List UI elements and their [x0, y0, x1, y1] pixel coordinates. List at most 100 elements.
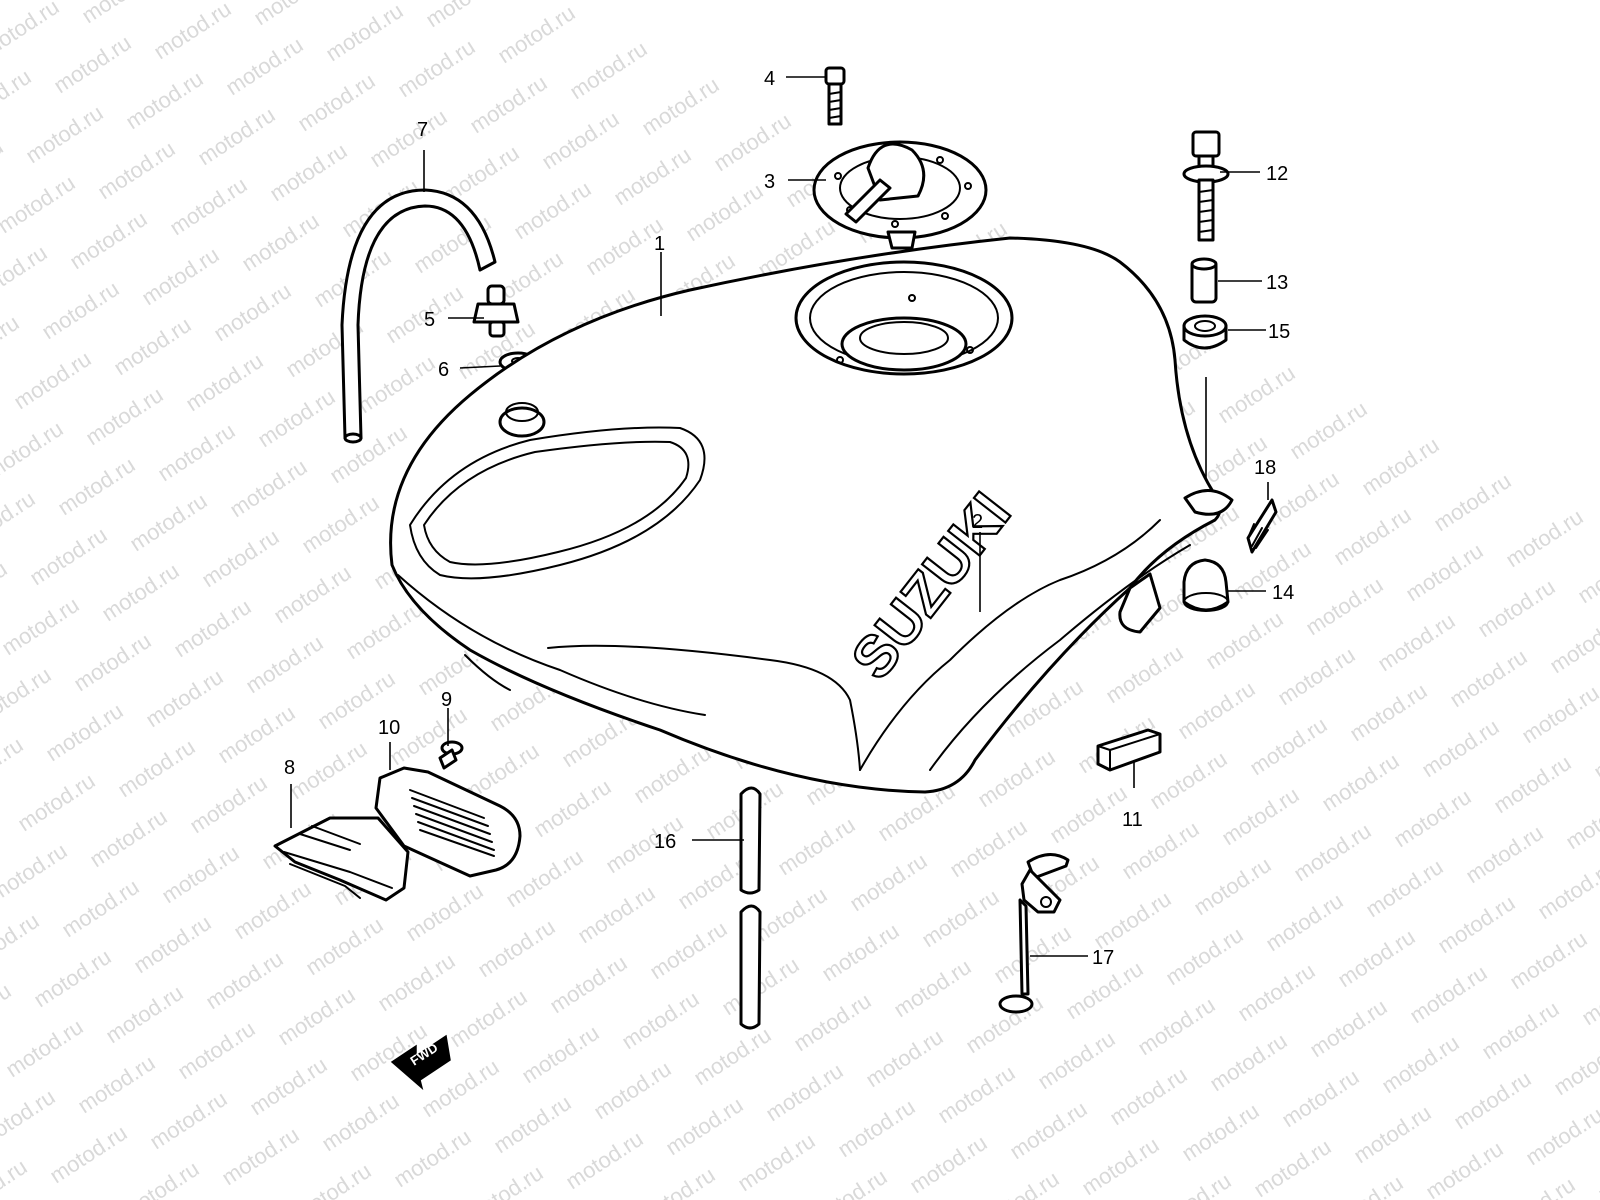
vent-hose	[340, 188, 497, 444]
watermark-text: motod.ru	[1533, 856, 1600, 924]
callout-1: 1	[654, 233, 665, 255]
cap-bolt	[824, 66, 846, 126]
watermark-text: motod.ru	[1285, 396, 1371, 464]
watermark-text: motod.ru	[113, 734, 199, 802]
watermark-text: motod.ru	[81, 382, 167, 450]
watermark-text: motod.ru	[1545, 610, 1600, 678]
forward-arrow-icon: FWD	[390, 1034, 451, 1091]
watermark-text: motod.ru	[0, 240, 52, 308]
watermark-text: motod.ru	[53, 452, 139, 520]
callout-4: 4	[764, 68, 775, 90]
watermark-text: motod.ru	[645, 916, 731, 984]
cushion-block	[1096, 728, 1162, 772]
watermark-text: motod.ru	[709, 108, 795, 176]
watermark-text: motod.ru	[9, 346, 95, 414]
watermark-text: motod.ru	[509, 176, 595, 244]
watermark-text: motod.ru	[1261, 888, 1347, 956]
watermark-text: motod.ru	[933, 1060, 1019, 1128]
watermark-text: motod.ru	[1521, 1102, 1600, 1170]
watermark-text: motod.ru	[1405, 960, 1491, 1028]
watermark-text: motod.ru	[537, 106, 623, 174]
watermark-text: motod.ru	[365, 104, 451, 172]
watermark-text: motod.ru	[561, 1126, 647, 1194]
watermark-text: motod.ru	[1101, 640, 1187, 708]
watermark-text: motod.ru	[253, 384, 339, 452]
knee-pad	[374, 766, 522, 878]
watermark-text: motod.ru	[1005, 1096, 1091, 1164]
collar	[1190, 257, 1218, 304]
watermark-text: motod.ru	[1329, 502, 1415, 570]
watermark-text: motod.ru	[565, 36, 651, 104]
watermark-text: motod.ru	[321, 0, 407, 66]
watermark-text: motod.ru	[0, 486, 40, 554]
watermark-text: motod.ru	[0, 592, 84, 660]
watermark-text: motod.ru	[489, 1090, 575, 1158]
watermark-text: motod.ru	[97, 558, 183, 626]
leader-lines	[290, 76, 1269, 957]
watermark-text: motod.ru	[1289, 818, 1375, 886]
pad-screw	[438, 740, 464, 770]
watermark-text: motod.ru	[289, 1158, 375, 1200]
callout-15: 15	[1268, 321, 1290, 343]
watermark-text: motod.ru	[401, 878, 487, 946]
watermark-text: motod.ru	[1317, 748, 1403, 816]
watermark-text: motod.ru	[633, 1162, 719, 1200]
watermark-text: motod.ru	[1273, 642, 1359, 710]
watermark-text: motod.ru	[917, 884, 1003, 952]
watermark-text: motod.ru	[1417, 714, 1503, 782]
watermark-text: motod.ru	[1449, 1066, 1535, 1134]
hose-clamp	[998, 853, 1070, 1014]
warning-label	[1246, 498, 1278, 554]
watermark-text: motod.ru	[1089, 886, 1175, 954]
watermark-text: motod.ru	[201, 946, 287, 1014]
watermark-text: motod.ru	[1357, 432, 1443, 500]
watermark-text: motod.ru	[1145, 746, 1231, 814]
fuel-tank	[389, 236, 1234, 794]
watermark-text: motod.ru	[1213, 360, 1299, 428]
breather-fitting	[472, 284, 520, 338]
watermark-text: motod.ru	[1173, 676, 1259, 744]
watermark-text: motod.ru	[0, 556, 12, 624]
watermark-text: motod.ru	[117, 1156, 203, 1200]
watermark-text: motod.ru	[1333, 924, 1419, 992]
watermark-text: motod.ru	[0, 838, 72, 906]
watermark-text: motod.ru	[1217, 782, 1303, 850]
watermark-text: motod.ru	[0, 134, 8, 202]
watermark-text: motod.ru	[0, 416, 68, 484]
watermark-text: motod.ru	[137, 242, 223, 310]
watermark-text: motod.ru	[1301, 572, 1387, 640]
watermark-text: motod.ru	[589, 1056, 675, 1124]
callout-3: 3	[764, 171, 775, 193]
watermark-text: motod.ru	[1549, 1032, 1600, 1100]
watermark-text: motod.ru	[905, 1130, 991, 1198]
callout-2: 2	[972, 511, 983, 533]
watermark-text: motod.ru	[733, 1128, 819, 1196]
watermark-text: motod.ru	[1421, 1136, 1507, 1200]
watermark-text: motod.ru	[805, 1164, 891, 1200]
watermark-text: motod.ru	[473, 914, 559, 982]
callout-18: 18	[1254, 457, 1276, 479]
watermark-text: motod.ru	[1345, 678, 1431, 746]
watermark-text: motod.ru	[1433, 890, 1519, 958]
callout-numbers: 1 2 3 4 5 6 7 8 9 10 11 12 13 14 15 16 1…	[284, 68, 1294, 969]
watermark-text: motod.ru	[517, 1020, 603, 1088]
watermark-text: motod.ru	[609, 142, 695, 210]
callout-17: 17	[1092, 947, 1114, 969]
watermark-text: motod.ru	[789, 988, 875, 1056]
watermark-text: motod.ru	[1201, 606, 1287, 674]
watermark-text: motod.ru	[833, 1094, 919, 1162]
watermark-text: motod.ru	[181, 348, 267, 416]
watermark-text: motod.ru	[689, 1022, 775, 1090]
watermark-text: motod.ru	[69, 628, 155, 696]
watermark-text: motod.ru	[1593, 1138, 1600, 1200]
watermark-text: motod.ru	[109, 312, 195, 380]
watermark-text: motod.ru	[1461, 820, 1547, 888]
watermark-text: motod.ru	[0, 1084, 60, 1152]
watermark-text: motod.ru	[121, 66, 207, 134]
cushion	[1182, 314, 1228, 350]
watermark-text: motod.ru	[889, 954, 975, 1022]
watermark-text: motod.ru	[141, 664, 227, 732]
watermark-text: motod.ru	[25, 522, 111, 590]
watermark-text: motod.ru	[661, 1092, 747, 1160]
watermark-text: motod.ru	[1277, 1064, 1363, 1132]
